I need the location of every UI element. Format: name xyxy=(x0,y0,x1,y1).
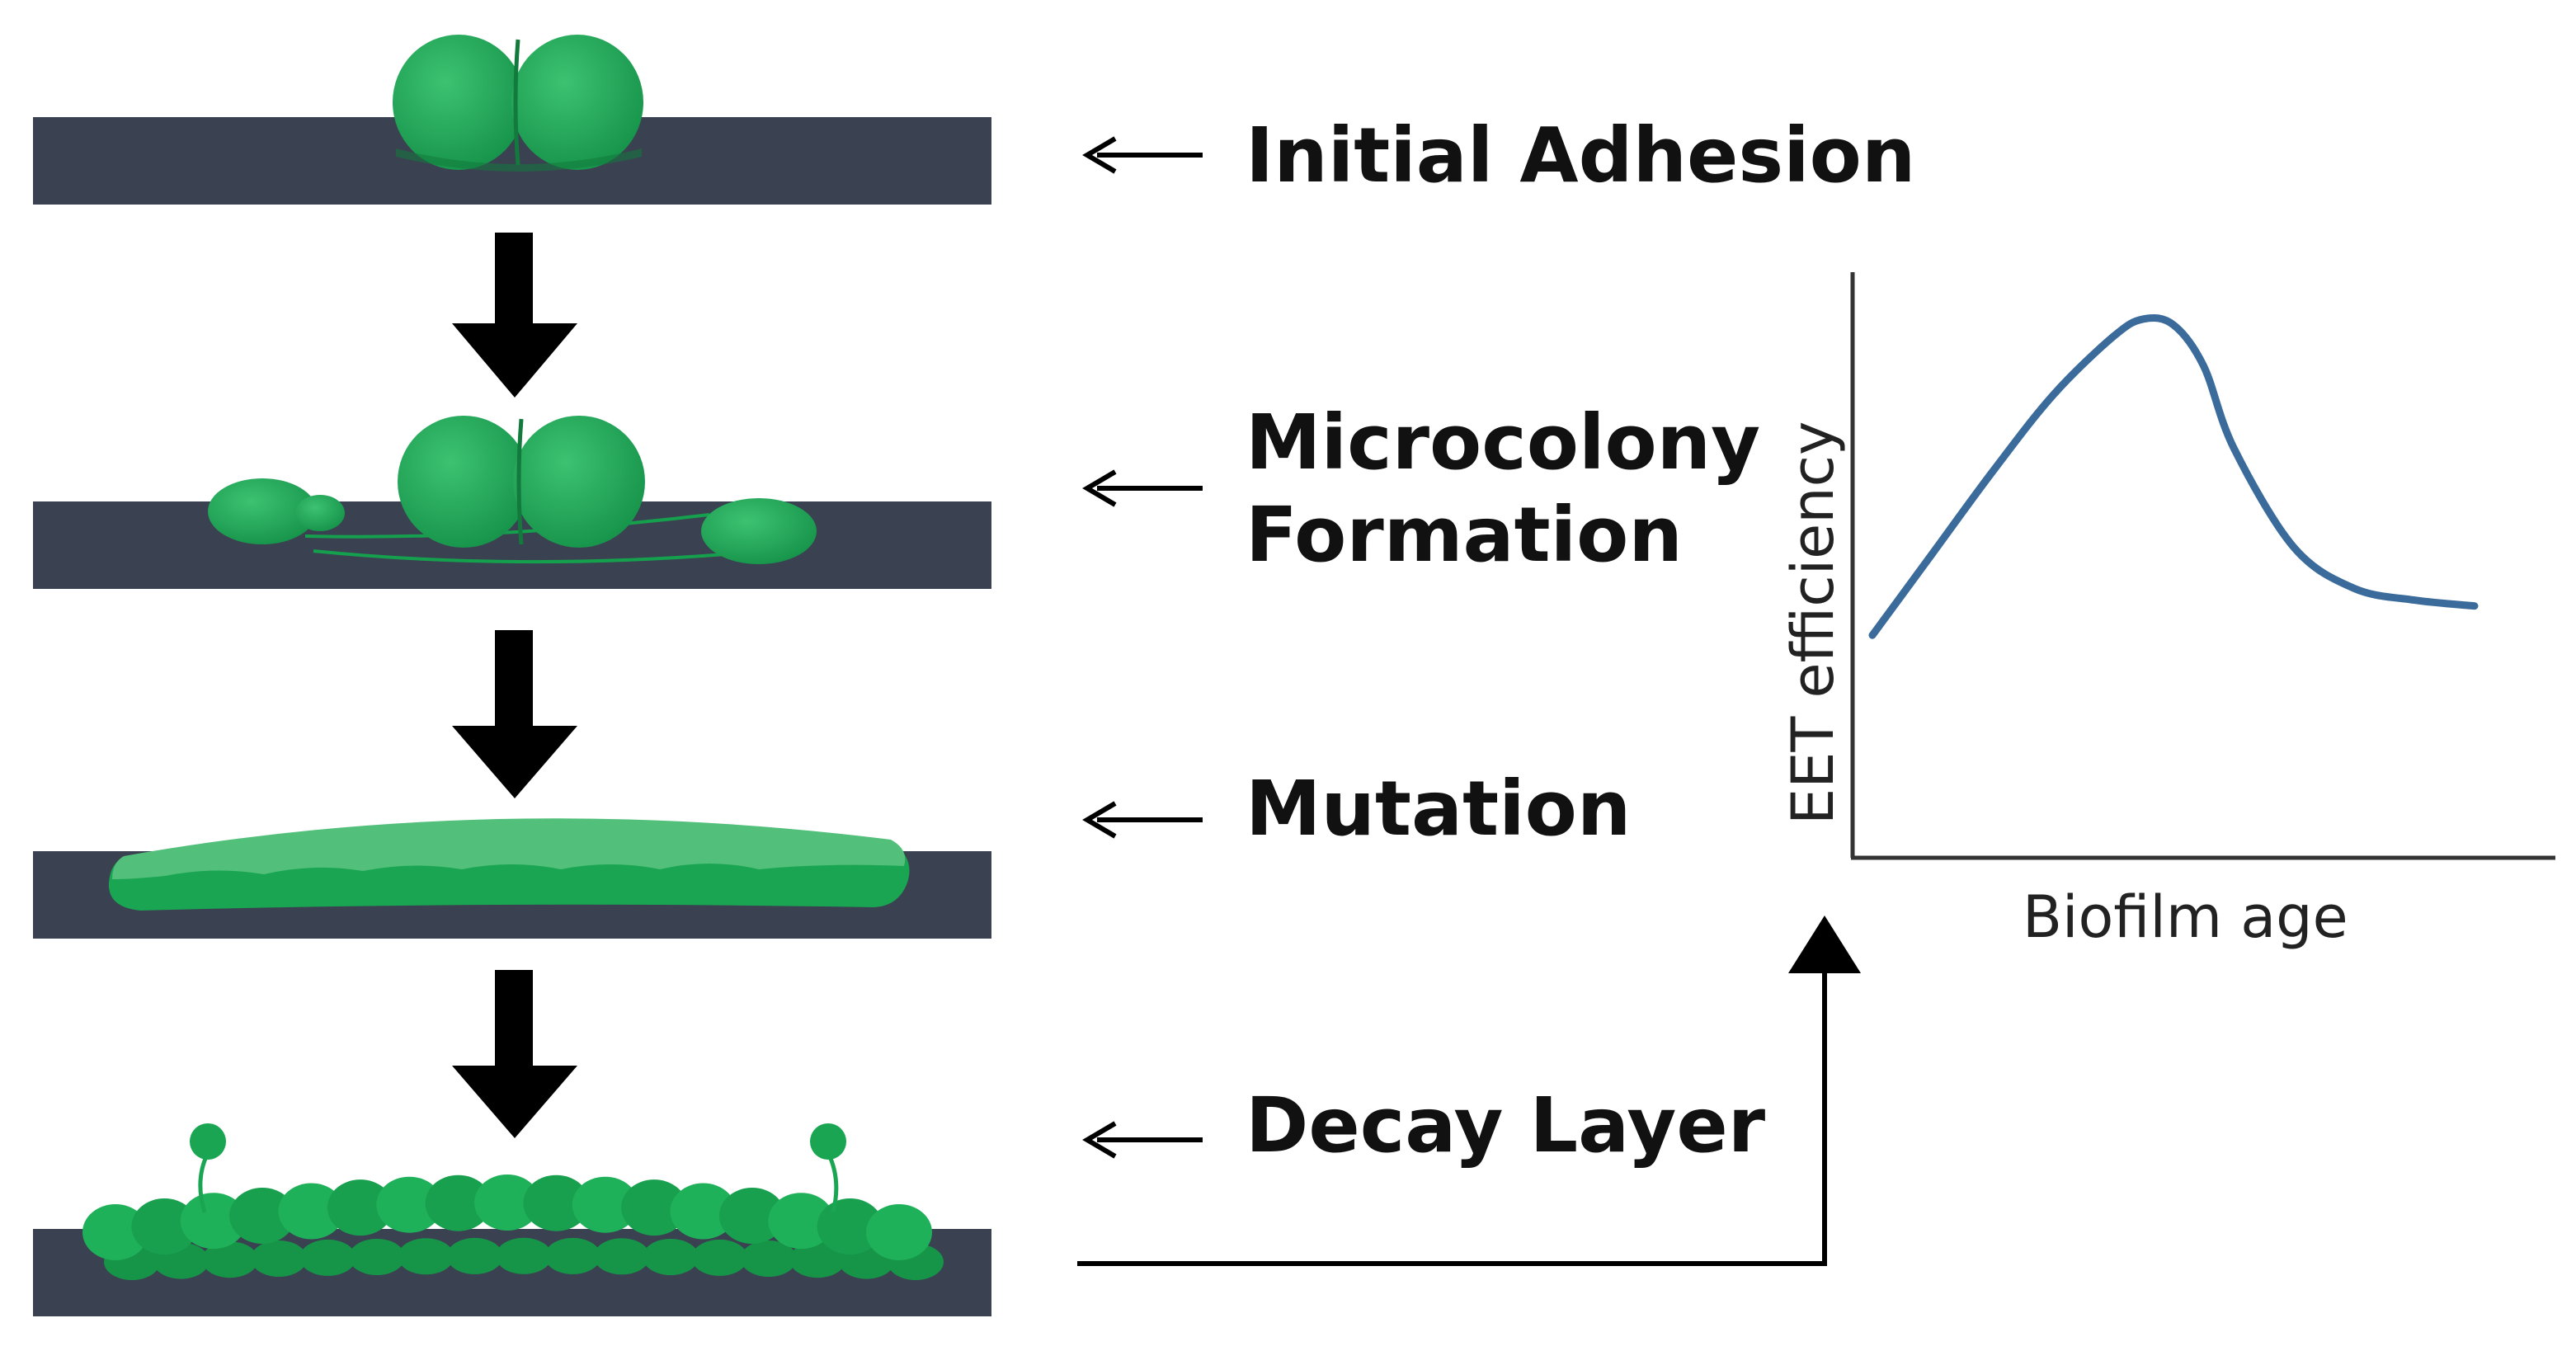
decay-bead-lower xyxy=(691,1239,748,1276)
decay-bead xyxy=(523,1174,590,1231)
decay-bead-lower xyxy=(643,1239,699,1275)
decay-bead-lower xyxy=(593,1238,650,1275)
eet-efficiency-curve xyxy=(1868,313,2479,639)
decay-bead-lower xyxy=(496,1237,552,1274)
decay-bead xyxy=(229,1188,296,1244)
decay-bead xyxy=(621,1179,688,1236)
decay-bead xyxy=(718,1188,785,1244)
label-arrow-4 xyxy=(1082,1121,1203,1159)
biofilm-layer xyxy=(108,818,910,911)
decay-bead xyxy=(278,1183,345,1240)
stage-label-initial-adhesion: Initial Adhesion xyxy=(1246,111,1915,200)
decay-bead-lower xyxy=(251,1240,308,1277)
process-arrow-down-3 xyxy=(452,970,577,1138)
decay-bead xyxy=(82,1204,148,1260)
microcolony-cells xyxy=(208,416,817,564)
decay-bead xyxy=(180,1193,247,1250)
decay-bead xyxy=(376,1176,443,1233)
decay-bead-lower xyxy=(544,1237,601,1274)
decay-bead xyxy=(866,1204,932,1260)
stage-label-mutation: Mutation xyxy=(1246,765,1631,853)
stage-4-panel xyxy=(33,1123,991,1316)
decay-bead-lower xyxy=(348,1239,405,1275)
connector-arrow-to-chart xyxy=(1077,916,1861,1266)
decay-bead-lower xyxy=(299,1239,356,1276)
process-arrow-down-2 xyxy=(452,630,577,798)
stage-2-panel xyxy=(33,416,991,589)
bacterial-cell-pair xyxy=(393,35,643,172)
decay-bead xyxy=(425,1174,492,1231)
decay-bead xyxy=(768,1193,835,1250)
eet-chart: EET efficiency Biofilm age xyxy=(1779,272,2555,951)
stage-3-panel xyxy=(33,818,991,939)
decay-bead xyxy=(474,1174,540,1231)
chart-y-axis-label: EET efficiency xyxy=(1779,421,1847,826)
decay-bead xyxy=(327,1179,393,1236)
decay-bead-lower xyxy=(446,1237,503,1274)
decay-bead-lower xyxy=(740,1240,797,1277)
decay-bead-lower xyxy=(201,1241,258,1278)
decay-bead xyxy=(572,1176,638,1233)
decay-bead-lower xyxy=(398,1238,454,1275)
label-arrow-3 xyxy=(1082,801,1203,839)
stage-label-microcolony: Microcolony xyxy=(1246,398,1760,487)
stage-label-decay-layer: Decay Layer xyxy=(1246,1081,1766,1170)
label-arrow-1 xyxy=(1082,136,1203,174)
decay-bead-lower xyxy=(789,1241,846,1278)
decayed-cell-chain xyxy=(82,1174,944,1280)
chart-x-axis-label: Biofilm age xyxy=(2023,883,2348,951)
released-cell-right xyxy=(810,1123,846,1213)
label-arrow-2 xyxy=(1082,469,1203,507)
decay-bead xyxy=(670,1183,737,1240)
process-arrow-down-1 xyxy=(452,233,577,398)
stage-1-panel xyxy=(33,35,991,205)
released-cell-left xyxy=(190,1123,226,1213)
stage-label-formation: Formation xyxy=(1246,491,1683,579)
decay-bead xyxy=(131,1198,198,1254)
